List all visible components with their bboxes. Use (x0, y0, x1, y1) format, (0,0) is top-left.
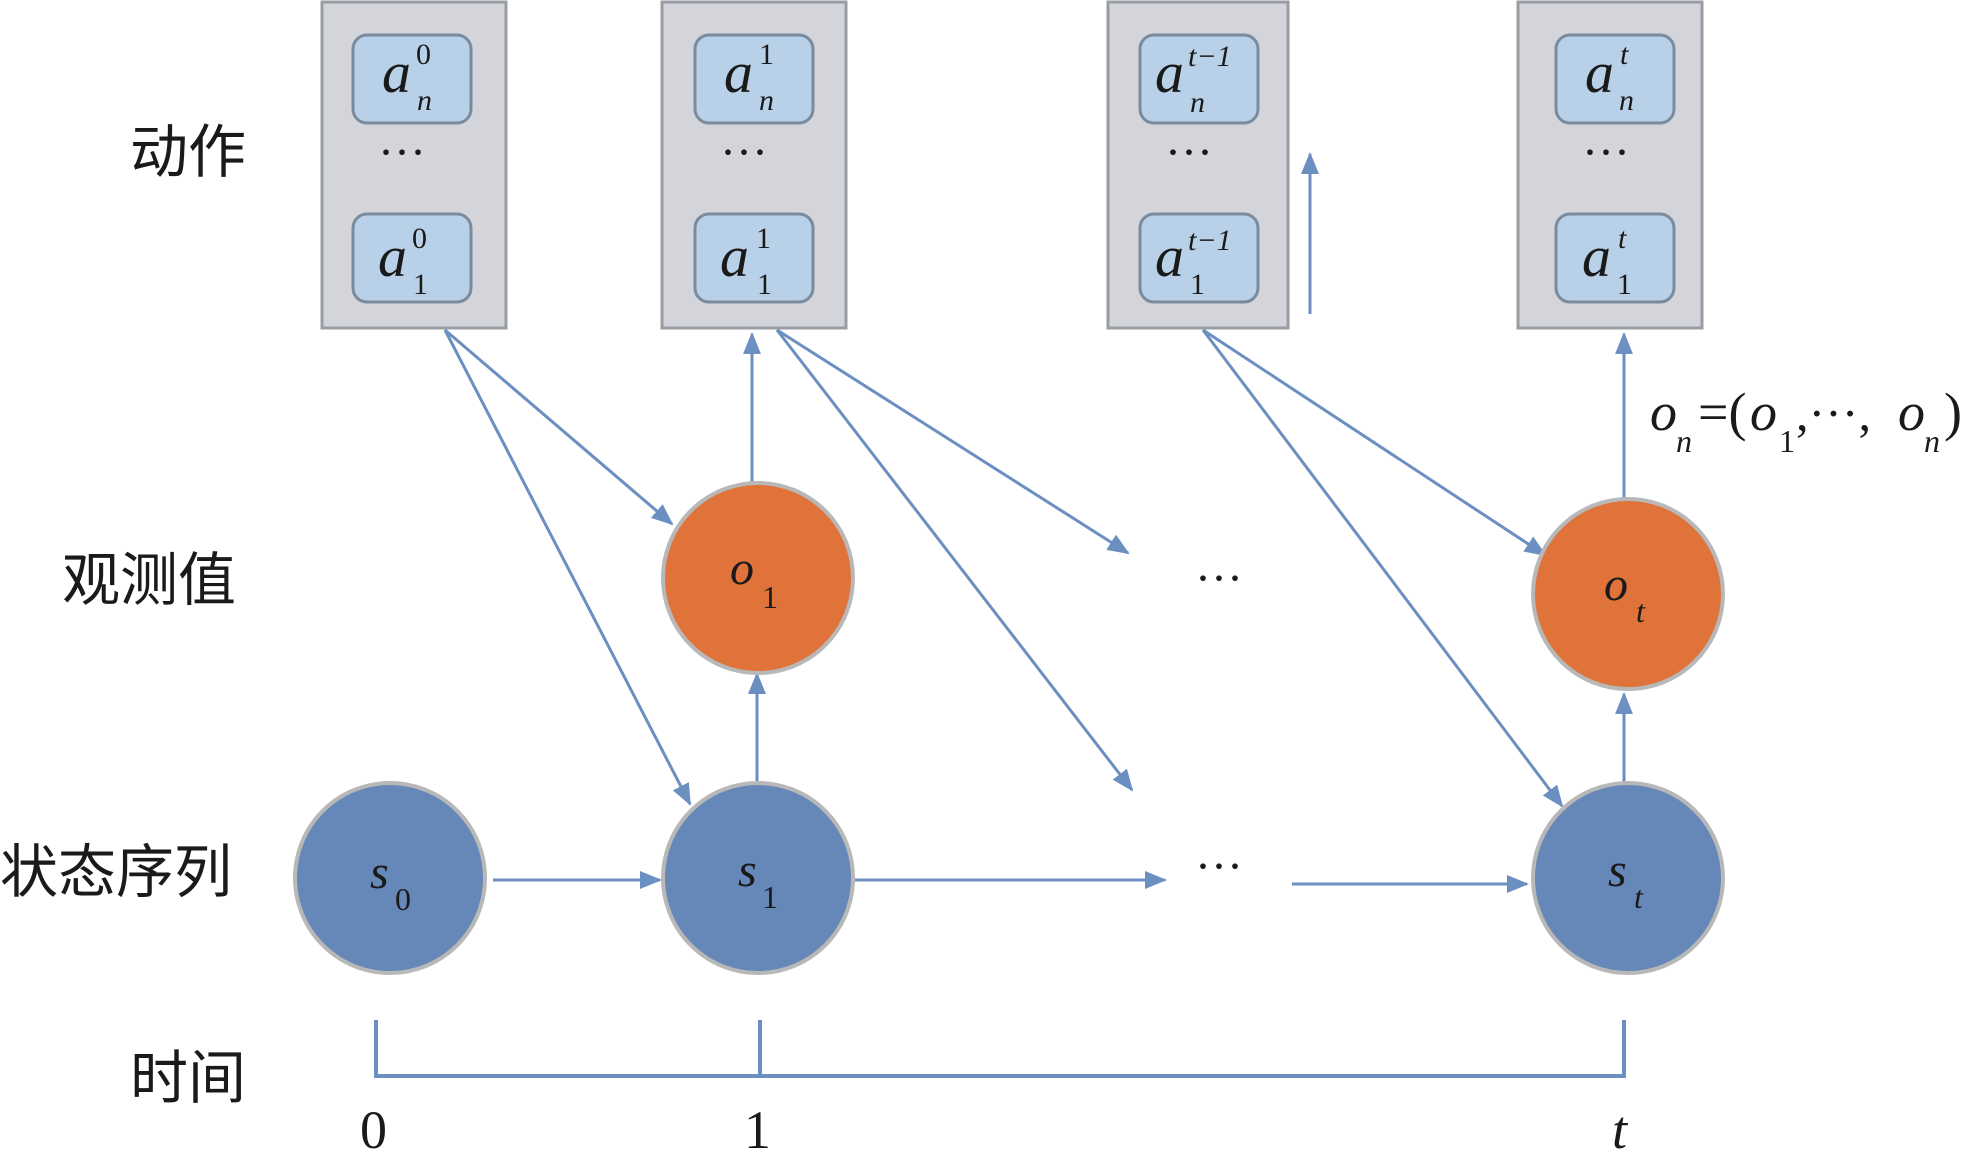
action-base: a (720, 224, 749, 289)
state-sub: 1 (762, 879, 778, 915)
action-ellipsis: ··· (1165, 126, 1213, 179)
state-sub: t (1634, 879, 1644, 915)
action-cell-top (693, 33, 815, 125)
row-label-time: 时间 (130, 1044, 246, 1112)
formula-lhs-sub: n (1676, 423, 1692, 459)
arrow-at-1-to-st (1201, 329, 1564, 808)
state-base: s (738, 844, 757, 897)
action-cell-bottom (351, 212, 473, 304)
observation-formula: o n =( o 1 ,···, o n ) (1650, 382, 1962, 459)
action-panel: a t−1 n ··· a t−1 1 (1106, 0, 1290, 330)
state-node-st: s t (1531, 781, 1725, 975)
row-label-state: 状态序列 (0, 838, 232, 906)
time-tick-label: 1 (744, 1100, 771, 1152)
time-tick-label: t (1612, 1100, 1629, 1152)
formula-item1-base: o (1750, 382, 1777, 442)
action-base: a (382, 40, 411, 105)
observation-node-ot: o t (1531, 497, 1725, 691)
action-ellipsis: ··· (1582, 126, 1630, 179)
svg-text:a: a (378, 224, 407, 289)
observation-sub: 1 (762, 579, 778, 615)
formula-item2-sub: n (1924, 423, 1940, 459)
time-axis (374, 1020, 1626, 1078)
observation-base: o (730, 542, 754, 595)
action-sub: n (1190, 86, 1205, 119)
arrows (443, 152, 1633, 893)
observation-node-o1: o 1 (661, 481, 855, 675)
arrow-a1-to-state-ellipsis (775, 329, 1134, 792)
action-sup: t−1 (1188, 40, 1232, 73)
svg-text:o: o (1650, 382, 1677, 442)
action-cell-bottom (1554, 212, 1676, 304)
arrow-a0-to-o1 (444, 328, 674, 526)
action-sub: 1 (413, 268, 428, 301)
action-sub: n (1619, 84, 1634, 117)
svg-text:a: a (382, 40, 411, 105)
action-sup: 0 (416, 38, 431, 71)
action-ellipsis: ··· (378, 126, 426, 179)
action-base: a (1155, 224, 1184, 289)
formula-lhs-base: o (1650, 382, 1677, 442)
action-panel: a t n ··· a t 1 (1516, 0, 1704, 330)
svg-text:a: a (1155, 40, 1184, 105)
state-row-ellipsis: ··· (1195, 840, 1243, 893)
arrow-a0-to-s1 (443, 329, 692, 806)
action-sub: 1 (1190, 268, 1205, 301)
formula-item2-base: o (1898, 382, 1925, 442)
action-ellipsis: ··· (720, 126, 768, 179)
observation-sub: t (1636, 593, 1646, 629)
action-cell-top (1138, 33, 1260, 125)
svg-text:a: a (724, 40, 753, 105)
action-sup: t (1618, 222, 1627, 255)
state-node-s1: s 1 (661, 781, 855, 975)
action-sub: n (759, 84, 774, 117)
action-sup: t (1620, 38, 1629, 71)
state-base: s (1608, 844, 1627, 897)
row-label-action: 动作 (130, 118, 246, 186)
action-cell-bottom (693, 212, 815, 304)
action-cell-top (351, 33, 473, 125)
action-base: a (378, 224, 407, 289)
action-base: a (1585, 40, 1614, 105)
state-node-s0: s 0 (293, 781, 487, 975)
action-cell-top (1554, 33, 1676, 125)
formula-eq-open: =( (1698, 382, 1746, 442)
svg-text:a: a (720, 224, 749, 289)
state-sub: 0 (395, 881, 411, 917)
action-base: a (1155, 40, 1184, 105)
arrow-a1-to-obs-ellipsis (776, 328, 1130, 555)
svg-text:a: a (1582, 224, 1611, 289)
observation-base: o (1604, 558, 1628, 611)
action-sub: 1 (1617, 268, 1632, 301)
action-sup: 1 (759, 38, 774, 71)
action-sub: 1 (757, 268, 772, 301)
action-sub: n (417, 84, 432, 117)
observation-row-ellipsis: ··· (1195, 552, 1243, 605)
time-tick-label: 0 (360, 1100, 387, 1152)
action-panel: a 0 n ··· a 0 1 (320, 0, 508, 330)
action-sup: t−1 (1188, 224, 1232, 257)
arrow-at-1-to-ot (1202, 328, 1547, 557)
action-cell-bottom (1138, 212, 1260, 304)
action-base: a (1582, 224, 1611, 289)
row-label-observation: 观测值 (62, 546, 236, 614)
action-panel: a 1 n ··· a 1 1 (660, 0, 848, 330)
svg-text:a: a (1155, 224, 1184, 289)
formula-close: ) (1944, 382, 1962, 442)
svg-text:a: a (1585, 40, 1614, 105)
state-base: s (370, 846, 389, 899)
formula-middle: ,···, (1796, 385, 1871, 441)
action-sup: 0 (412, 222, 427, 255)
formula-item1-sub: 1 (1779, 423, 1795, 459)
action-base: a (724, 40, 753, 105)
action-sup: 1 (756, 222, 771, 255)
